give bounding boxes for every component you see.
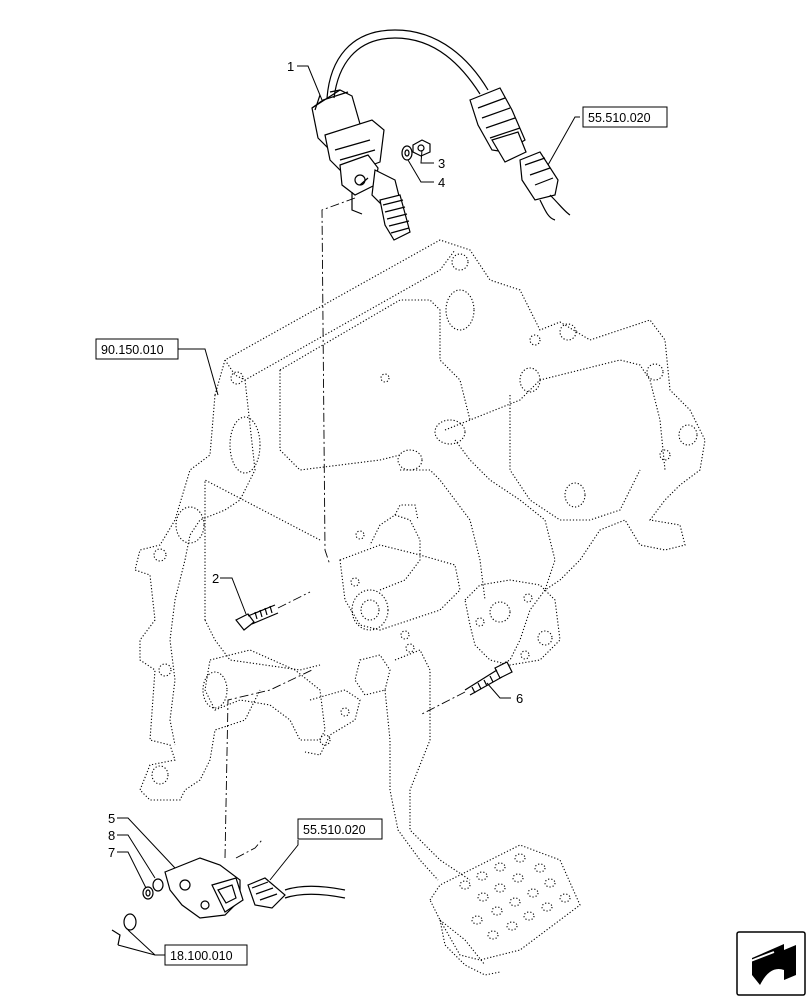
callout-7: 7: [108, 845, 115, 860]
ref-text-90-150-010: 90.150.010: [101, 343, 164, 357]
centerline-bolt-6: [419, 691, 466, 716]
ref-box-18-100-010[interactable]: 18.100.010: [164, 944, 248, 966]
callout-8: 8: [108, 828, 115, 843]
nut-7: [142, 886, 154, 900]
pedal-pad-holes: [459, 853, 571, 940]
ref-box-90-150-010[interactable]: 90.150.010: [95, 338, 179, 360]
washer-4: [401, 145, 413, 161]
switch-5: [164, 857, 244, 919]
switch-1: [311, 89, 411, 241]
top-connector: [469, 87, 527, 163]
centerline-bolt-2: [277, 591, 311, 609]
pedal-support-bracket: [134, 239, 706, 801]
callout-4: 4: [438, 175, 445, 190]
callout-5: 5: [108, 811, 115, 826]
ref-text-18-100-010: 18.100.010: [170, 949, 233, 963]
ref-text-55-510-020-top: 55.510.020: [588, 111, 651, 125]
centerline-switch-5: [224, 669, 313, 859]
ref-box-55-510-020-top[interactable]: 55.510.020: [582, 106, 668, 128]
ref-text-55-510-020-bottom: 55.510.020: [303, 823, 366, 837]
centerline-switch-1: [321, 197, 356, 566]
washer-8: [152, 878, 164, 892]
bolt-6: [464, 661, 513, 696]
callout-2: 2: [212, 571, 219, 586]
nut-3: [412, 139, 431, 157]
next-page-icon[interactable]: [736, 931, 806, 996]
centerline-switch-5-lower: [235, 839, 263, 859]
callout-1: 1: [287, 59, 294, 74]
callout-3: 3: [438, 156, 445, 171]
bottom-connector: [247, 877, 346, 909]
bolt-2: [235, 604, 279, 631]
ref-box-55-510-020-bottom[interactable]: 55.510.020: [297, 818, 383, 840]
mating-plug-top: [519, 151, 571, 221]
brake-pedal: [339, 504, 581, 976]
callout-6: 6: [516, 691, 523, 706]
leader-lines: [117, 65, 580, 956]
switch-1-cable: [326, 29, 489, 99]
clip-18-100-010: [111, 913, 137, 946]
